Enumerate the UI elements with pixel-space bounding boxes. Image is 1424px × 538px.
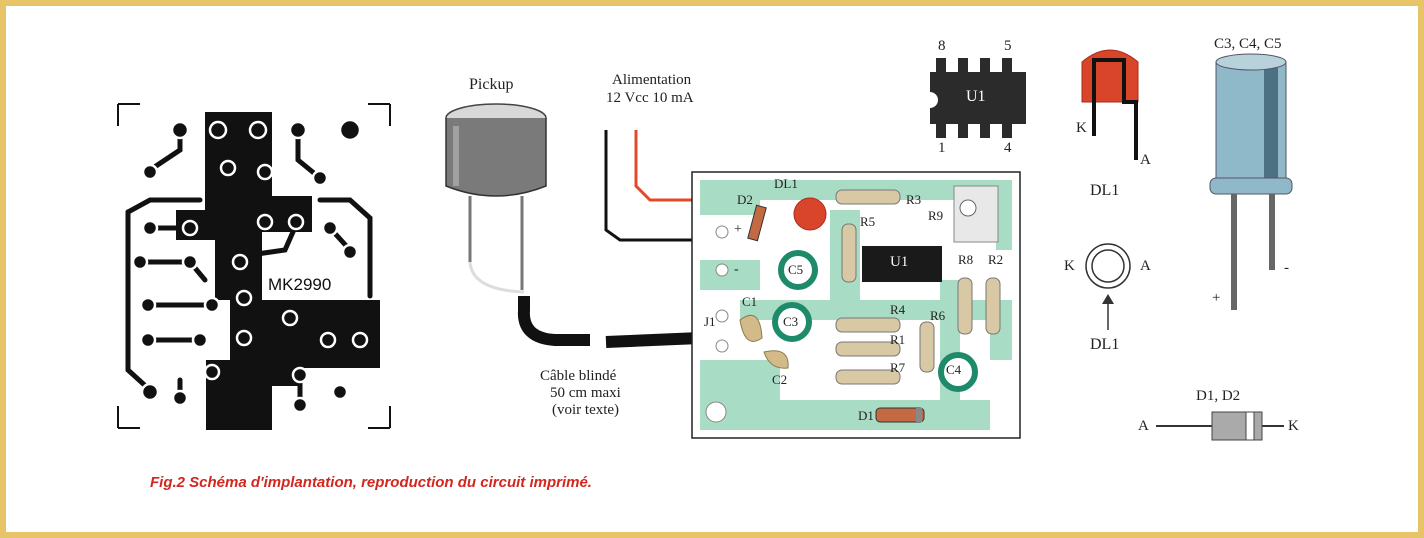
board-label-c4: C4 bbox=[946, 362, 962, 377]
capacitor-detail bbox=[1209, 53, 1293, 310]
led-detail-name: DL1 bbox=[1090, 182, 1120, 199]
u1-pin4-label: 4 bbox=[1004, 140, 1012, 156]
board-label-r3: R3 bbox=[906, 192, 922, 207]
u1-pin5-label: 5 bbox=[1004, 38, 1012, 54]
board-label-r1: R1 bbox=[890, 332, 906, 347]
board-label-r6: R6 bbox=[930, 308, 946, 323]
led-top-k-label: K bbox=[1064, 258, 1075, 274]
led-k-label: K bbox=[1076, 120, 1087, 136]
board-label-d2: D2 bbox=[737, 192, 753, 207]
board-label-dl1: DL1 bbox=[774, 176, 798, 191]
cap-minus-label: - bbox=[1284, 260, 1289, 276]
component-board bbox=[691, 171, 1021, 439]
board-label-r9: R9 bbox=[928, 208, 944, 223]
pickup bbox=[445, 103, 547, 294]
board-label-c3: C3 bbox=[783, 314, 799, 329]
led-top-detail bbox=[1085, 243, 1131, 330]
board-label-minus: - bbox=[734, 262, 739, 277]
u1-pin1-label: 1 bbox=[938, 140, 946, 156]
cable-label-line2: 50 cm maxi bbox=[550, 385, 621, 401]
board-label-r2: R2 bbox=[988, 252, 1004, 267]
u1-pin8-label: 8 bbox=[938, 38, 946, 54]
diode-detail-title: D1, D2 bbox=[1196, 388, 1241, 404]
board-label-r5: R5 bbox=[860, 214, 876, 229]
board-label-d1: D1 bbox=[858, 408, 874, 423]
power-label-line1: Alimentation bbox=[612, 72, 692, 88]
board-label-c5: C5 bbox=[788, 262, 804, 277]
led-top-detail-name: DL1 bbox=[1090, 336, 1120, 353]
led-a-label: A bbox=[1140, 152, 1151, 168]
cap-detail-title: C3, C4, C5 bbox=[1214, 36, 1282, 52]
led-top-a-label: A bbox=[1140, 258, 1151, 274]
pcb-copper-layout: MK2990 bbox=[117, 103, 391, 430]
diode-k-label: K bbox=[1288, 418, 1299, 434]
diode-a-label: A bbox=[1138, 418, 1149, 434]
cable-label-line3: (voir texte) bbox=[552, 402, 620, 418]
board-label-c1: C1 bbox=[742, 294, 758, 309]
board-label-r4: R4 bbox=[890, 302, 906, 317]
power-label-line2: 12 Vcc 10 mA bbox=[606, 90, 694, 106]
u1-detail bbox=[930, 58, 1026, 138]
cap-plus-label: + bbox=[1212, 290, 1221, 306]
board-label-r8: R8 bbox=[958, 252, 974, 267]
board-label-plus: + bbox=[734, 222, 742, 237]
pickup-label: Pickup bbox=[469, 76, 514, 93]
u1-detail-name: U1 bbox=[966, 88, 986, 105]
board-label-u1: U1 bbox=[890, 254, 909, 270]
board-label-j1: J1 bbox=[704, 314, 716, 329]
figure-caption: Fig.2 Schéma d'implantation, reproductio… bbox=[150, 474, 592, 491]
diode-detail bbox=[1156, 411, 1284, 441]
board-label-c2: C2 bbox=[772, 372, 788, 387]
led-side-detail bbox=[1081, 49, 1139, 160]
board-label-r7: R7 bbox=[890, 360, 906, 375]
cable-label-line1: Câble blindé bbox=[540, 368, 617, 384]
pcb-label: MK2990 bbox=[268, 275, 331, 294]
